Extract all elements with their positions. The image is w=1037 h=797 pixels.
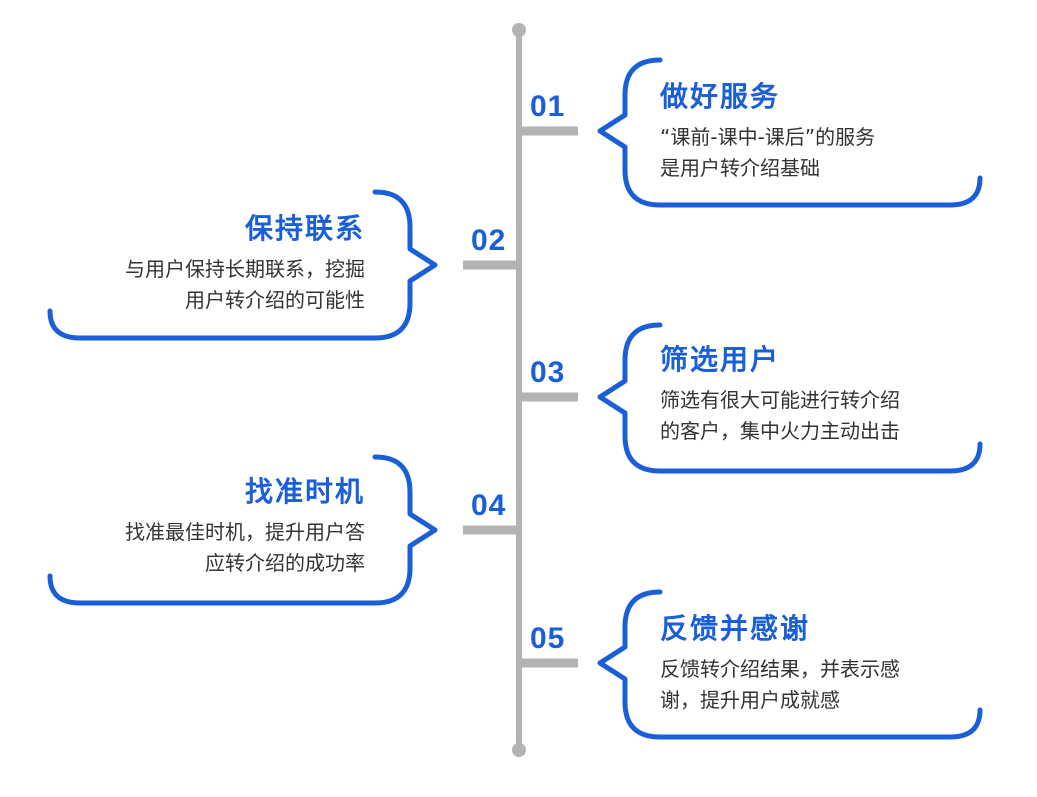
step-card-03: 筛选用户 筛选有很大可能进行转介绍 的客户，集中火力主动出击: [660, 343, 900, 447]
step-title: 找准时机: [244, 475, 365, 508]
bracket-03: [597, 322, 983, 474]
bracket-05: [597, 589, 983, 740]
step-description: 反馈转介绍结果，并表示感 谢，提升用户成就感: [660, 654, 900, 716]
bracket-02: [47, 189, 438, 341]
step-desc-line: “课前-课中-课后”的服务: [660, 125, 876, 149]
step-desc-line: 应转介绍的成功率: [205, 551, 365, 575]
step-desc-line: 反馈转介绍结果，并表示感: [660, 657, 900, 681]
step-desc-line: 找准最佳时机，提升用户答: [125, 520, 365, 544]
step-card-02: 保持联系 与用户保持长期联系，挖掘 用户转介绍的可能性: [125, 212, 365, 316]
step-number-04: 04: [471, 489, 507, 522]
step-number-02: 02: [471, 224, 507, 257]
step-title: 反馈并感谢: [660, 612, 811, 645]
step-title: 筛选用户: [660, 343, 781, 376]
step-card-04: 找准时机 找准最佳时机，提升用户答 应转介绍的成功率: [125, 475, 365, 579]
step-desc-line: 的客户，集中火力主动出击: [660, 419, 900, 443]
step-desc-line: 谢，提升用户成就感: [660, 688, 840, 712]
bracket-01: [597, 57, 983, 208]
step-card-05: 反馈并感谢 反馈转介绍结果，并表示感 谢，提升用户成就感: [660, 612, 900, 716]
timeline-end-dot: [512, 743, 526, 757]
step-number-01: 01: [530, 90, 566, 123]
step-title: 保持联系: [244, 212, 365, 245]
timeline-start-dot: [512, 23, 526, 37]
step-number-05: 05: [530, 622, 566, 655]
step-card-01: 做好服务 “课前-课中-课后”的服务 是用户转介绍基础: [660, 80, 875, 184]
step-description: 与用户保持长期联系，挖掘 用户转介绍的可能性: [125, 254, 365, 316]
step-desc-line: 筛选有很大可能进行转介绍: [660, 388, 900, 412]
step-description: 找准最佳时机，提升用户答 应转介绍的成功率: [125, 517, 365, 579]
step-description: “课前-课中-课后”的服务 是用户转介绍基础: [660, 122, 875, 184]
bracket-04: [47, 454, 438, 606]
step-desc-line: 是用户转介绍基础: [660, 156, 820, 180]
step-description: 筛选有很大可能进行转介绍 的客户，集中火力主动出击: [660, 385, 900, 447]
step-number-03: 03: [530, 356, 566, 389]
step-desc-line: 与用户保持长期联系，挖掘: [125, 257, 365, 281]
step-desc-line: 用户转介绍的可能性: [185, 288, 365, 312]
step-title: 做好服务: [660, 80, 781, 113]
